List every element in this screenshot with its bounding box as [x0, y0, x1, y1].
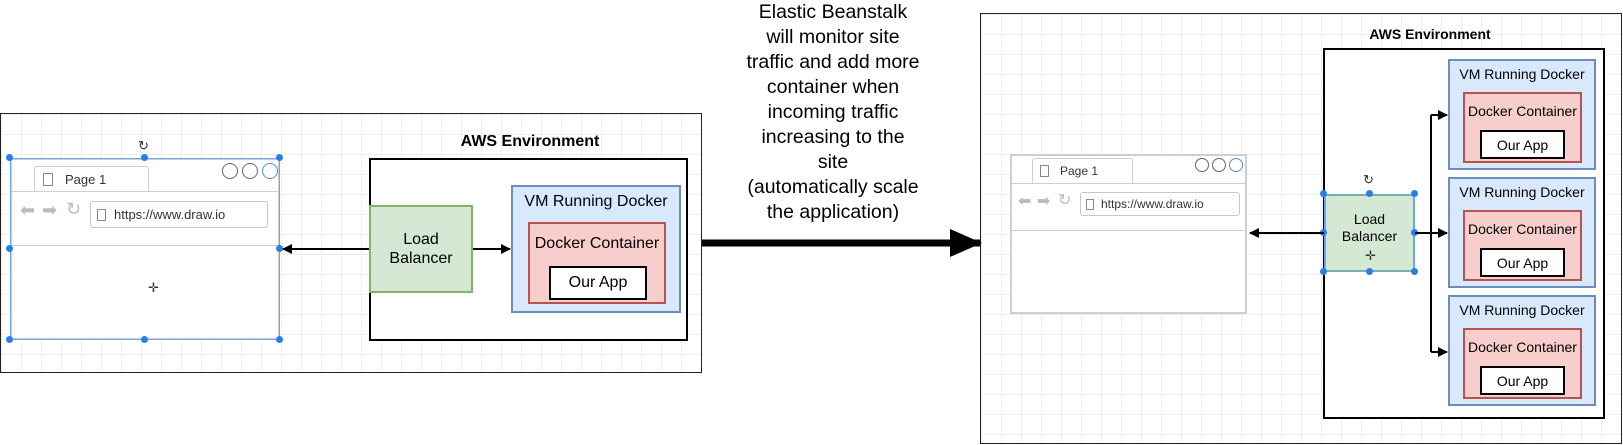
right-docker-container-title: Docker Container — [1468, 339, 1577, 355]
caption-line: will monitor site — [766, 26, 900, 48]
caption-line: traffic and add more — [746, 51, 920, 73]
reload-icon[interactable]: ↻ — [1058, 192, 1072, 209]
page-icon — [97, 208, 106, 221]
right-docker-container[interactable]: Docker Container Our App — [1463, 92, 1582, 163]
caption-line: container when — [766, 76, 900, 98]
caption-line: Elastic Beanstalk — [758, 1, 908, 23]
selection-handle[interactable] — [6, 154, 13, 161]
right-load-balancer-label: Load Balancer — [1341, 211, 1398, 244]
selection-handle[interactable] — [1411, 229, 1418, 236]
selection-handle[interactable] — [1366, 190, 1373, 197]
left-browser-tab-label: Page 1 — [65, 172, 107, 187]
right-docker-container-title: Docker Container — [1468, 103, 1577, 119]
left-browser-tab[interactable]: Page 1 — [34, 166, 149, 192]
window-minimize-icon[interactable] — [1195, 158, 1209, 172]
right-our-app[interactable]: Our App — [1480, 366, 1565, 395]
right-browser-tab-label: Page 1 — [1060, 164, 1099, 178]
window-close-icon[interactable] — [1229, 158, 1243, 172]
right-our-app-label: Our App — [1496, 254, 1549, 271]
right-our-app[interactable]: Our App — [1480, 248, 1565, 277]
left-browser-toolbar-divider — [12, 245, 278, 246]
right-docker-container-title: Docker Container — [1468, 221, 1577, 237]
right-browser-tab[interactable]: Page 1 — [1032, 158, 1133, 183]
right-vm-title: VM Running Docker — [1459, 184, 1585, 200]
right-browser-tabbar-divider — [1012, 183, 1245, 184]
move-cursor-icon: ✛ — [148, 280, 159, 295]
left-vm-title: VM Running Docker — [524, 193, 668, 210]
right-docker-container[interactable]: Docker Container Our App — [1463, 328, 1582, 399]
left-load-balancer[interactable]: Load Balancer — [369, 205, 473, 293]
selection-handle[interactable] — [6, 336, 13, 343]
right-our-app-label: Our App — [1496, 372, 1549, 389]
right-vm[interactable]: VM Running Docker Docker Container Our A… — [1448, 59, 1596, 170]
left-vm[interactable]: VM Running Docker Docker Container Our A… — [511, 185, 681, 313]
right-browser-window[interactable]: Page 1 ⬅ ➡ ↻ https://www.draw.io — [1010, 154, 1247, 314]
window-minimize-icon[interactable] — [222, 163, 238, 179]
page-icon — [43, 173, 53, 186]
forward-arrow-icon[interactable]: ➡ — [1037, 193, 1051, 210]
forward-arrow-icon[interactable]: ➡ — [42, 200, 58, 220]
back-arrow-icon[interactable]: ⬅ — [1018, 193, 1032, 210]
caption-line: the application) — [766, 201, 900, 223]
right-vm[interactable]: VM Running Docker Docker Container Our A… — [1448, 177, 1596, 288]
left-browser-tabbar-divider — [12, 191, 278, 192]
caption-line: (automatically scale — [747, 176, 919, 198]
right-vm-title: VM Running Docker — [1459, 302, 1585, 318]
selection-handle[interactable] — [141, 154, 148, 161]
reload-icon[interactable]: ↻ — [66, 199, 82, 219]
left-address-bar[interactable]: https://www.draw.io — [90, 201, 268, 228]
selection-handle[interactable] — [1411, 268, 1418, 275]
rotate-icon[interactable]: ↻ — [138, 138, 149, 153]
selection-handle[interactable] — [1366, 268, 1373, 275]
selection-handle[interactable] — [276, 245, 283, 252]
window-close-icon[interactable] — [262, 163, 278, 179]
right-browser-toolbar-divider — [1012, 230, 1245, 231]
left-our-app-label: Our App — [568, 274, 628, 291]
left-docker-container-title: Docker Container — [534, 235, 660, 252]
selection-handle[interactable] — [1320, 268, 1327, 275]
left-address-url: https://www.draw.io — [114, 207, 226, 222]
caption-line: increasing to the — [761, 126, 905, 148]
selection-handle[interactable] — [276, 154, 283, 161]
caption-line: site — [817, 151, 849, 173]
window-maximize-icon[interactable] — [242, 163, 258, 179]
left-load-balancer-label: Load Balancer — [389, 231, 453, 267]
selection-handle[interactable] — [276, 336, 283, 343]
back-arrow-icon[interactable]: ⬅ — [20, 200, 36, 220]
right-docker-container[interactable]: Docker Container Our App — [1463, 210, 1582, 281]
page-icon — [1040, 165, 1049, 177]
selection-handle[interactable] — [1320, 190, 1327, 197]
page-icon — [1086, 198, 1094, 210]
right-vm[interactable]: VM Running Docker Docker Container Our A… — [1448, 295, 1596, 406]
left-aws-environment-title: AWS Environment — [460, 133, 600, 150]
right-our-app-label: Our App — [1496, 136, 1549, 153]
selection-handle[interactable] — [141, 336, 148, 343]
caption-line: incoming traffic — [767, 101, 899, 123]
rotate-icon[interactable]: ↻ — [1363, 172, 1374, 187]
left-our-app[interactable]: Our App — [549, 266, 647, 300]
window-maximize-icon[interactable] — [1212, 158, 1226, 172]
right-aws-environment-title: AWS Environment — [1369, 26, 1491, 42]
left-docker-container[interactable]: Docker Container Our App — [528, 222, 666, 304]
scaling-caption: Elastic Beanstalk will monitor site traf… — [723, 0, 943, 225]
right-address-url: https://www.draw.io — [1101, 197, 1204, 211]
move-cursor-icon: ✛ — [1365, 248, 1376, 263]
selection-handle[interactable] — [6, 245, 13, 252]
right-our-app[interactable]: Our App — [1480, 130, 1565, 159]
selection-handle[interactable] — [1411, 190, 1418, 197]
right-address-bar[interactable]: https://www.draw.io — [1080, 192, 1240, 216]
right-vm-title: VM Running Docker — [1459, 66, 1585, 82]
